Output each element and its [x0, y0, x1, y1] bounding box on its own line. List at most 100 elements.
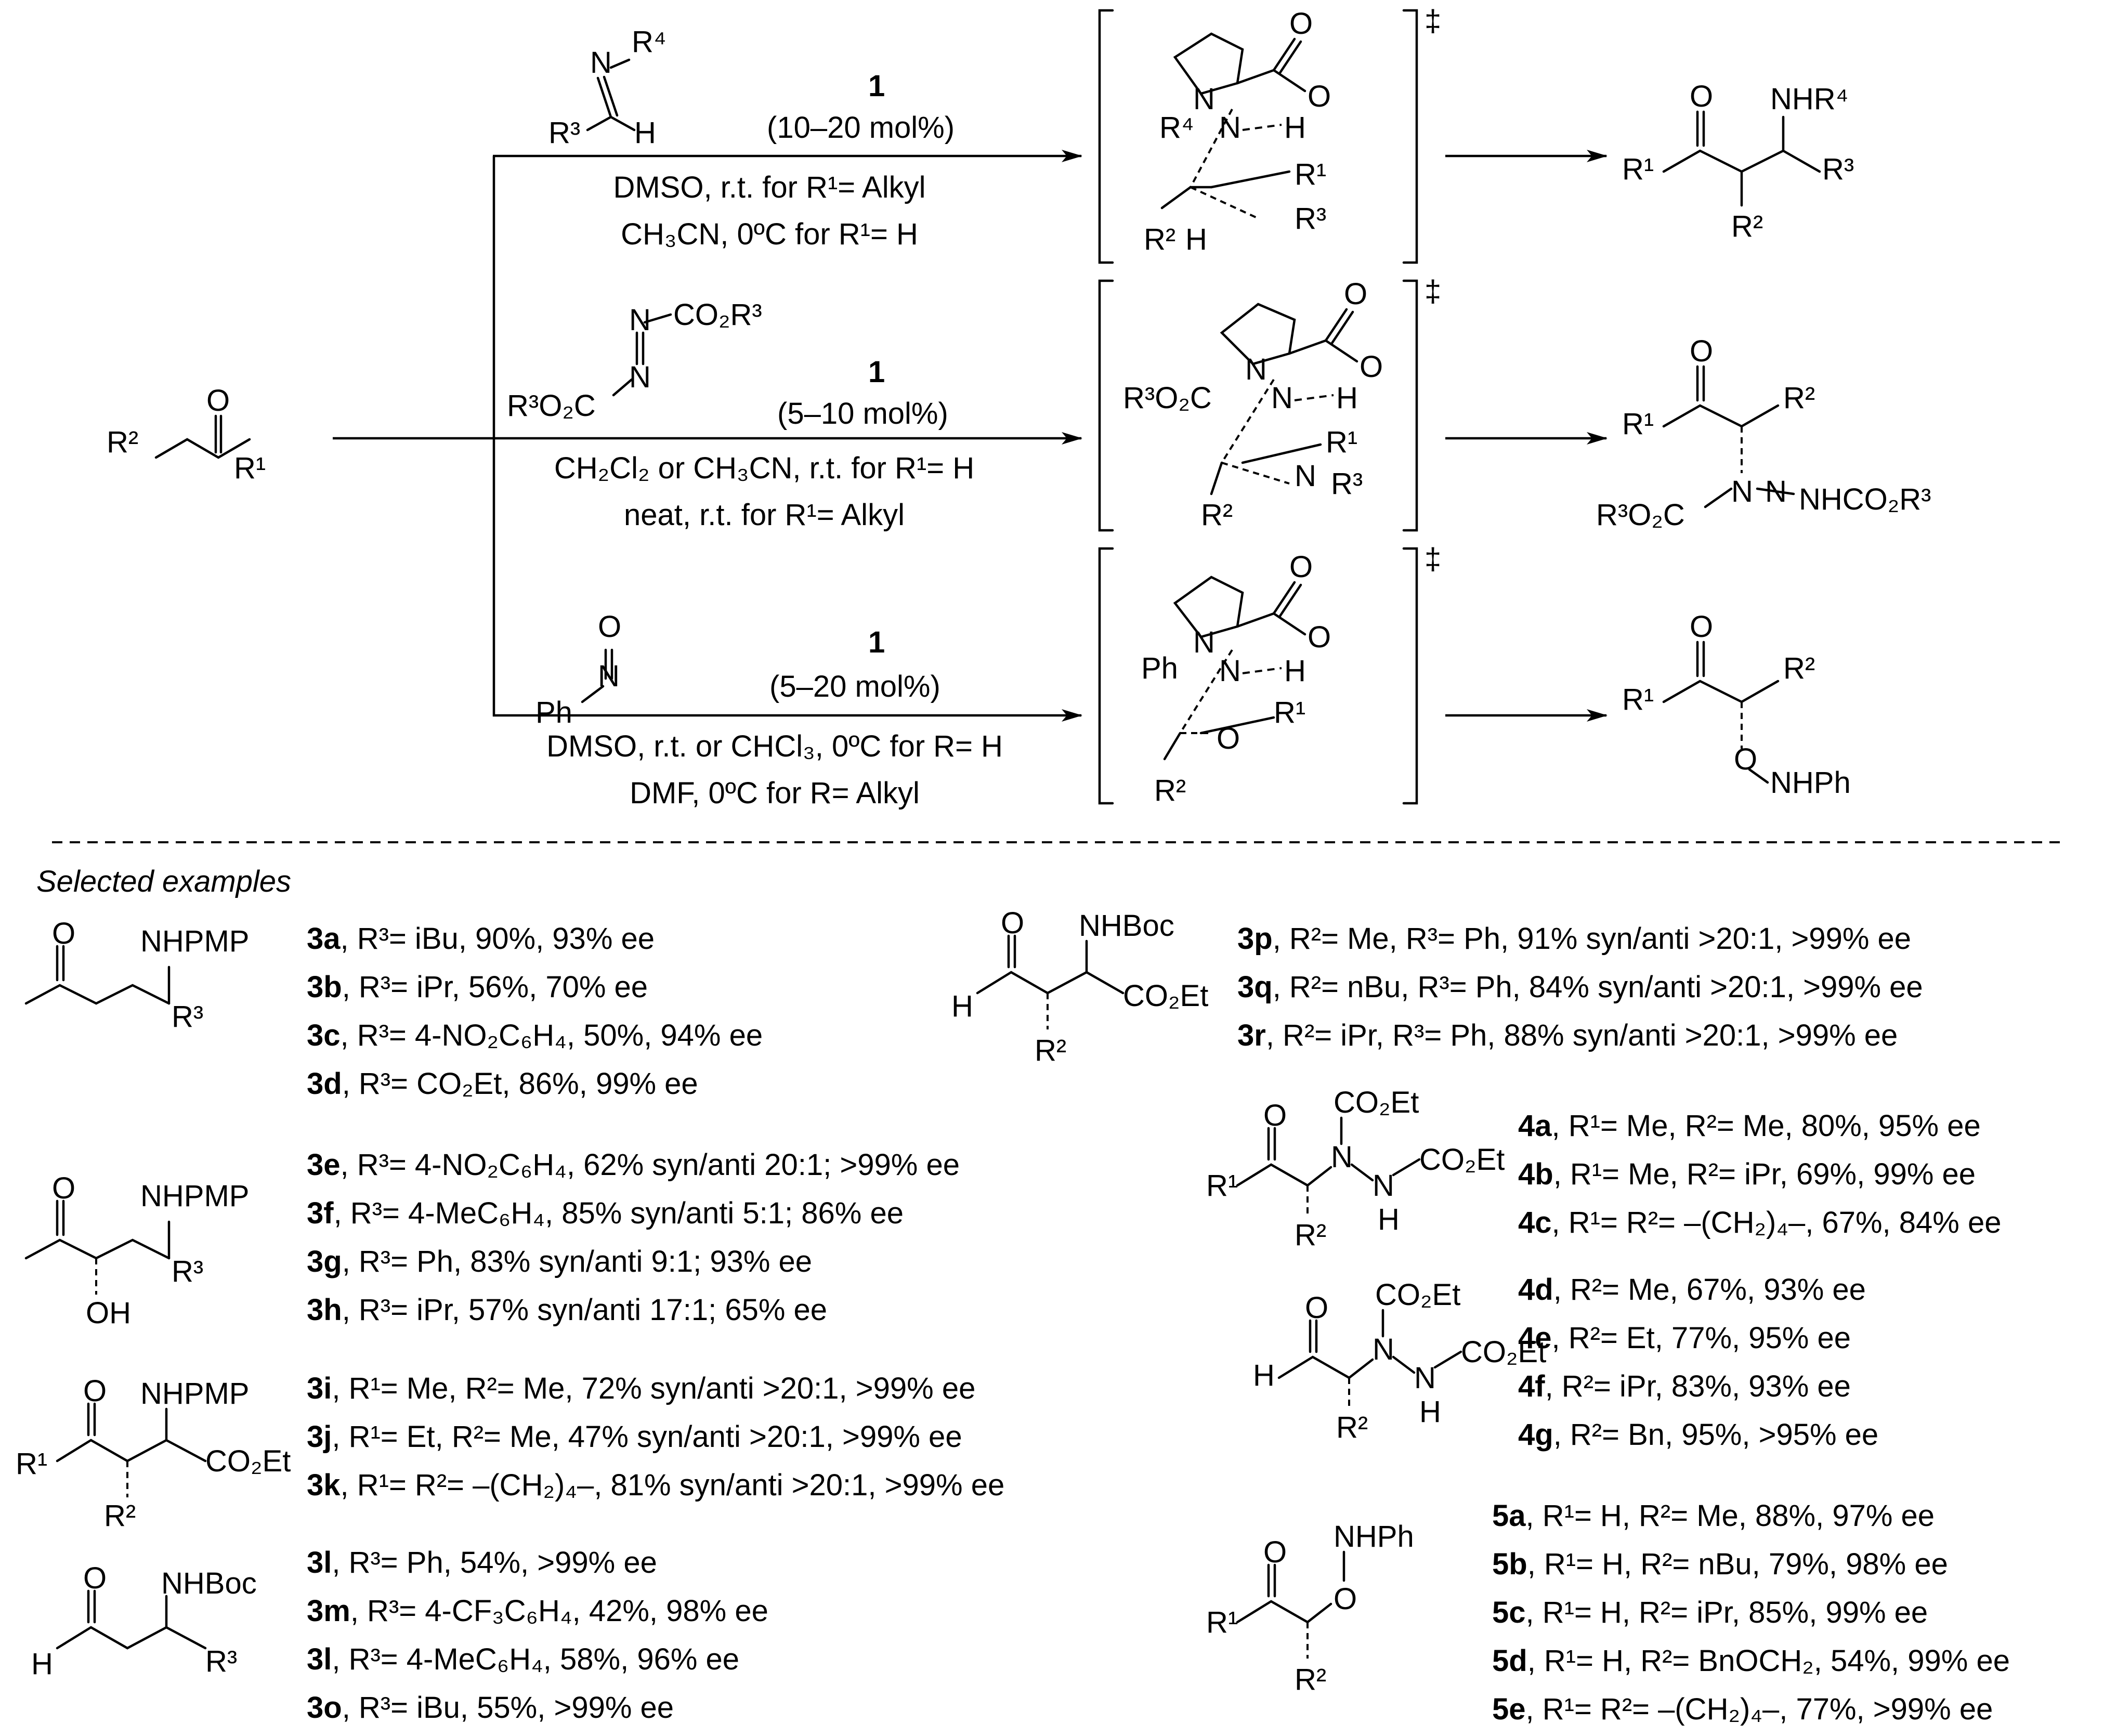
svg-text:R¹: R¹	[1206, 1169, 1238, 1203]
svg-text:O: O	[1360, 350, 1383, 384]
compound-details: , R¹= H, R²= BnOCH₂, 54%, 99% ee	[1527, 1644, 2010, 1678]
compound-details: , R¹= R²= –(CH₂)₄–, 81% syn/anti >20:1, …	[341, 1468, 1005, 1502]
compound-details: , R³= Ph, 54%, >99% ee	[332, 1546, 657, 1580]
compound-id: 3q	[1237, 970, 1273, 1004]
svg-text:H: H	[31, 1647, 53, 1681]
catalyst-label-2: 1	[868, 355, 885, 389]
compound-details: , R²= iPr, 83%, 93% ee	[1545, 1369, 1851, 1403]
svg-text:NHBoc: NHBoc	[1079, 909, 1174, 943]
compound-details: , R²= Et, 77%, 95% ee	[1552, 1321, 1851, 1355]
azodicarboxylate-electrophile: N CO₂R³ R³O₂C N	[507, 298, 762, 423]
compound-details: , R¹= Me, R²= Me, 72% syn/anti >20:1, >9…	[332, 1372, 975, 1405]
svg-text:R²: R²	[1035, 1034, 1066, 1067]
compound-details: , R³= 4-MeC₆H₄, 85% syn/anti 5:1; 86% ee	[334, 1196, 904, 1230]
compound-id: 3e	[307, 1148, 341, 1182]
svg-text:O: O	[1344, 277, 1367, 311]
svg-text:O: O	[1690, 334, 1713, 368]
svg-text:H: H	[1284, 654, 1306, 688]
loading-2: (5–10 mol%)	[777, 397, 948, 430]
compound-id: 5b	[1492, 1547, 1527, 1581]
svg-text:O: O	[1308, 620, 1331, 654]
route-amination: N CO₂R³ R³O₂C N 1 (5–10 mol%) CH₂Cl₂ or …	[507, 275, 1931, 532]
svg-text:CO₂R³: CO₂R³	[673, 298, 762, 332]
substrate-label-o: O	[206, 384, 230, 417]
product-aminoxylation: O R² R¹ O NHPh	[1622, 610, 1851, 800]
svg-text:OH: OH	[86, 1296, 131, 1330]
compound-id: 3i	[307, 1372, 332, 1405]
compound-id: 3c	[307, 1019, 341, 1052]
svg-text:O: O	[1334, 1582, 1357, 1616]
svg-text:CO₂Et: CO₂Et	[1334, 1086, 1419, 1119]
svg-text:NHBoc: NHBoc	[161, 1567, 257, 1600]
example-4a-line: 4a, R¹= Me, R²= Me, 80%, 95% ee	[1518, 1109, 1981, 1143]
route-aminoxylation: O N Ph 1 (5–20 mol%) DMSO, r.t. or CHCl₃…	[535, 542, 1851, 810]
svg-text:NHPh: NHPh	[1334, 1520, 1414, 1554]
svg-text:CO₂Et: CO₂Et	[205, 1444, 291, 1478]
svg-text:R³: R³	[548, 116, 580, 150]
svg-text:H: H	[634, 116, 656, 150]
svg-text:R³: R³	[205, 1644, 237, 1678]
svg-text:N: N	[1765, 475, 1787, 508]
compound-id: 3g	[307, 1245, 342, 1278]
svg-text:R¹: R¹	[1326, 425, 1357, 459]
svg-text:CO₂Et: CO₂Et	[1461, 1335, 1546, 1369]
svg-text:‡: ‡	[1425, 4, 1441, 38]
svg-text:CO₂Et: CO₂Et	[1123, 979, 1208, 1013]
svg-text:H: H	[1185, 223, 1207, 256]
example-3c-line: 3c, R³= 4-NO₂C₆H₄, 50%, 94% ee	[307, 1019, 763, 1052]
svg-text:Ph: Ph	[535, 696, 572, 729]
svg-text:O: O	[1001, 906, 1024, 940]
svg-text:NHPMP: NHPMP	[140, 1179, 249, 1213]
svg-text:N: N	[1295, 459, 1316, 493]
route-mannich: N R⁴ R³ H 1 (10–20 mol%) DMSO, r.t. for …	[548, 4, 1854, 264]
svg-text:R³: R³	[172, 1000, 203, 1034]
example-4f-line: 4f, R²= iPr, 83%, 93% ee	[1518, 1369, 1851, 1403]
svg-text:O: O	[598, 610, 621, 644]
svg-text:O: O	[1217, 722, 1240, 755]
transition-state-3: ‡ N O O H Ph N R¹ O R²	[1098, 542, 1441, 807]
svg-text:O: O	[52, 1171, 75, 1205]
compound-id: 3p	[1237, 922, 1273, 956]
svg-text:‡: ‡	[1425, 275, 1441, 308]
compound-id: 4a	[1518, 1109, 1552, 1143]
example-5a-line: 5a, R¹= H, R²= Me, 88%, 97% ee	[1492, 1499, 1935, 1533]
example-3e-line: 3e, R³= 4-NO₂C₆H₄, 62% syn/anti 20:1; >9…	[307, 1148, 960, 1182]
compound-id: 4c	[1518, 1206, 1552, 1239]
compound-details: , R¹= R²= –(CH₂)₄–, 67%, 84% ee	[1552, 1206, 2002, 1239]
compound-id: 3o	[307, 1691, 342, 1725]
svg-text:O: O	[1308, 80, 1331, 113]
svg-text:CO₂Et: CO₂Et	[1419, 1143, 1505, 1177]
compound-id: 3j	[307, 1420, 332, 1454]
compound-details: , R³= 4-CF₃C₆H₄, 42%, 98% ee	[350, 1594, 768, 1628]
svg-text:N: N	[1331, 1140, 1353, 1174]
svg-text:H: H	[1253, 1359, 1275, 1392]
svg-text:R³O₂C: R³O₂C	[507, 389, 596, 423]
svg-text:N: N	[1373, 1169, 1394, 1203]
compound-details: , R³= iBu, 55%, >99% ee	[342, 1691, 674, 1725]
compound-id: 3k	[307, 1468, 341, 1502]
compound-details: , R²= Me, R³= Ph, 91% syn/anti >20:1, >9…	[1273, 922, 1911, 956]
compound-id: 3h	[307, 1293, 342, 1327]
svg-text:‡: ‡	[1425, 542, 1441, 576]
svg-text:R³: R³	[172, 1255, 203, 1288]
example-5d-line: 5d, R¹= H, R²= BnOCH₂, 54%, 99% ee	[1492, 1644, 2010, 1678]
structure-3a-3d: O NHPMP R³	[24, 917, 249, 1034]
compound-id: 5e	[1492, 1692, 1526, 1726]
svg-text:R³: R³	[1822, 152, 1854, 186]
imine-electrophile: N R⁴ R³ H	[548, 25, 667, 150]
compound-details: , R²= iPr, R³= Ph, 88% syn/anti >20:1, >…	[1266, 1019, 1898, 1052]
example-3r-line: 3r, R²= iPr, R³= Ph, 88% syn/anti >20:1,…	[1237, 1019, 1898, 1052]
compound-details: , R¹= Me, R²= iPr, 69%, 99% ee	[1553, 1157, 1976, 1191]
svg-text:NHPMP: NHPMP	[140, 924, 249, 958]
example-3o-line: 3o, R³= iBu, 55%, >99% ee	[307, 1691, 674, 1725]
svg-text:O: O	[1263, 1099, 1287, 1132]
example-3f-line: 3f, R³= 4-MeC₆H₄, 85% syn/anti 5:1; 86% …	[307, 1196, 904, 1230]
svg-text:H: H	[1284, 111, 1306, 145]
svg-text:R¹: R¹	[1622, 152, 1654, 186]
svg-text:R⁴: R⁴	[632, 25, 667, 59]
reaction-arrows	[333, 150, 1608, 722]
compound-id: 4e	[1518, 1321, 1552, 1355]
structure-4a-4c: O CO₂Et R¹ N CO₂Et N H R²	[1206, 1086, 1505, 1252]
svg-text:N: N	[1245, 353, 1267, 386]
